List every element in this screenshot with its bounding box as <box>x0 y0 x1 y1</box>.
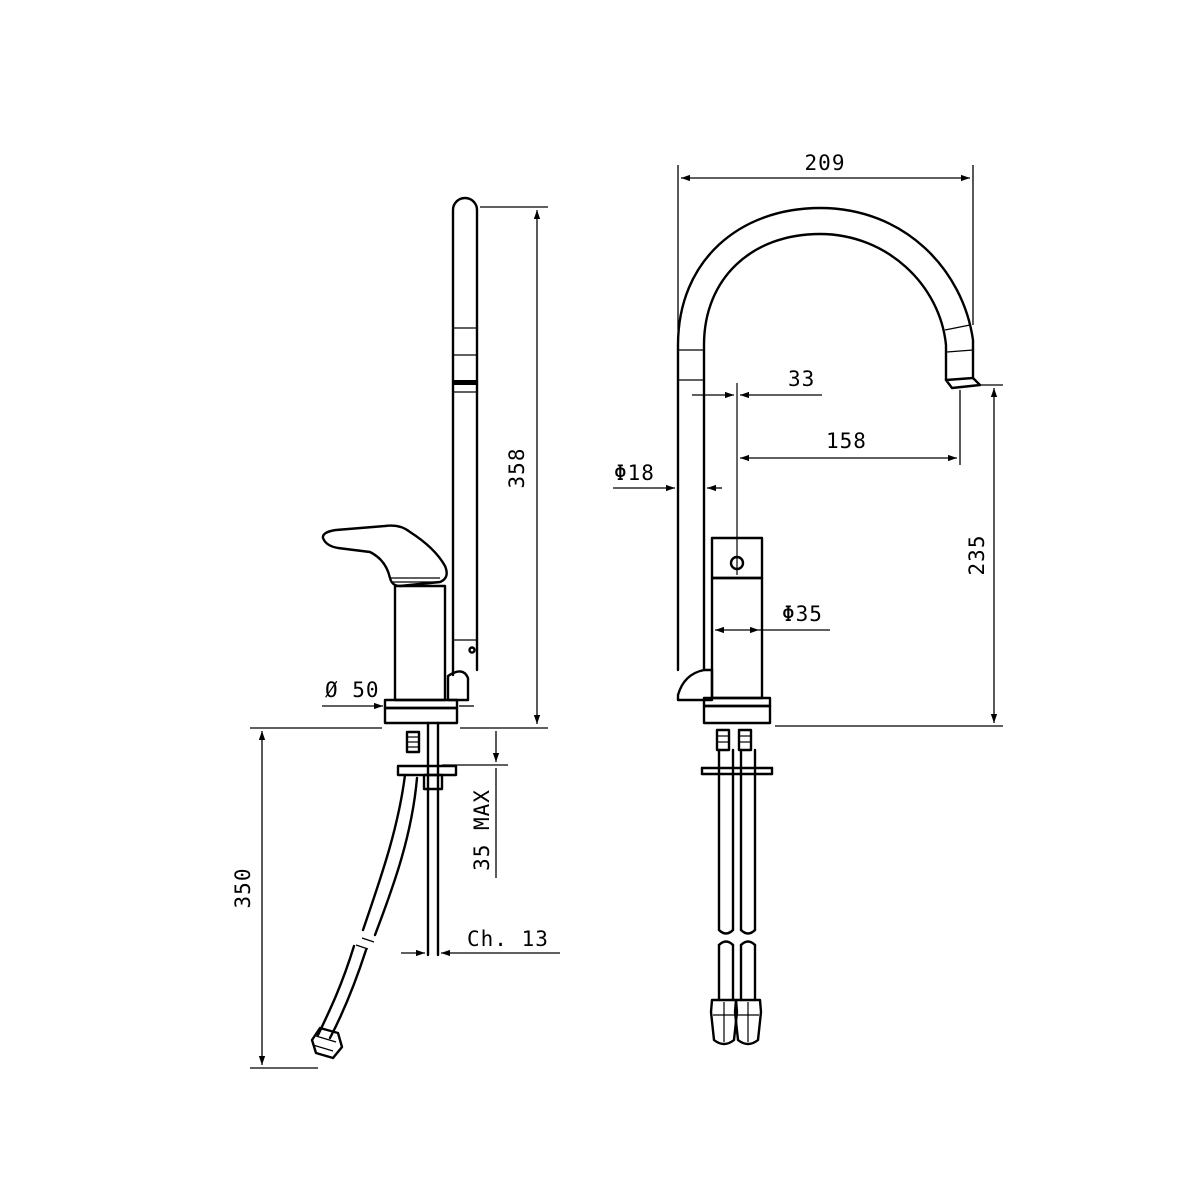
front-base-ring <box>702 704 772 725</box>
dim-spout-offset: 33 <box>692 367 822 399</box>
dim-label-spout-offset: 33 <box>788 367 815 391</box>
dim-spout-outlet-height: 235 <box>775 384 1003 727</box>
dim-label-base-diameter: Ø 50 <box>325 678 380 702</box>
dim-body-diameter: Φ35 <box>715 602 830 634</box>
dim-spout-reach-axis: 158 <box>740 390 961 465</box>
dim-wrench-size: Ch. 13 <box>401 927 560 957</box>
dim-mount-thickness: 35 MAX <box>442 731 508 878</box>
dim-label-wrench-size: Ch. 13 <box>467 927 549 951</box>
front-body <box>710 576 764 700</box>
front-view: 209 33 158 Φ18 Φ35 <box>613 151 1003 1046</box>
spout-screw-icon <box>468 646 476 654</box>
side-base-ring <box>383 706 459 725</box>
side-body <box>393 584 447 702</box>
side-spout <box>446 196 479 702</box>
dim-height-total: 358 <box>460 206 548 729</box>
dim-label-height-total: 358 <box>505 448 529 489</box>
front-supply-pipes <box>700 728 774 1046</box>
dim-label-hose-length: 350 <box>231 868 255 909</box>
dim-label-spout-tube-diameter: Φ18 <box>614 461 655 485</box>
dim-label-body-diameter: Φ35 <box>782 602 823 626</box>
side-mounting-hardware <box>396 721 458 957</box>
side-flexible-hose <box>310 773 419 1060</box>
dim-label-spout-reach-total: 209 <box>805 151 846 175</box>
front-gooseneck-spout <box>676 206 982 702</box>
side-view: 358 Ø 50 350 35 MAX Ch. 13 <box>231 196 560 1069</box>
dim-base-diameter: Ø 50 <box>322 678 474 710</box>
dim-label-spout-outlet-height: 235 <box>965 535 989 576</box>
dim-hose-length: 350 <box>231 727 382 1069</box>
dim-label-mount-thickness: 35 MAX <box>470 789 494 871</box>
dim-spout-tube-diameter: Φ18 <box>613 461 722 492</box>
dim-label-spout-reach-axis: 158 <box>826 429 867 453</box>
side-lever-handle <box>321 524 448 588</box>
dim-spout-reach-total: 209 <box>677 151 974 330</box>
